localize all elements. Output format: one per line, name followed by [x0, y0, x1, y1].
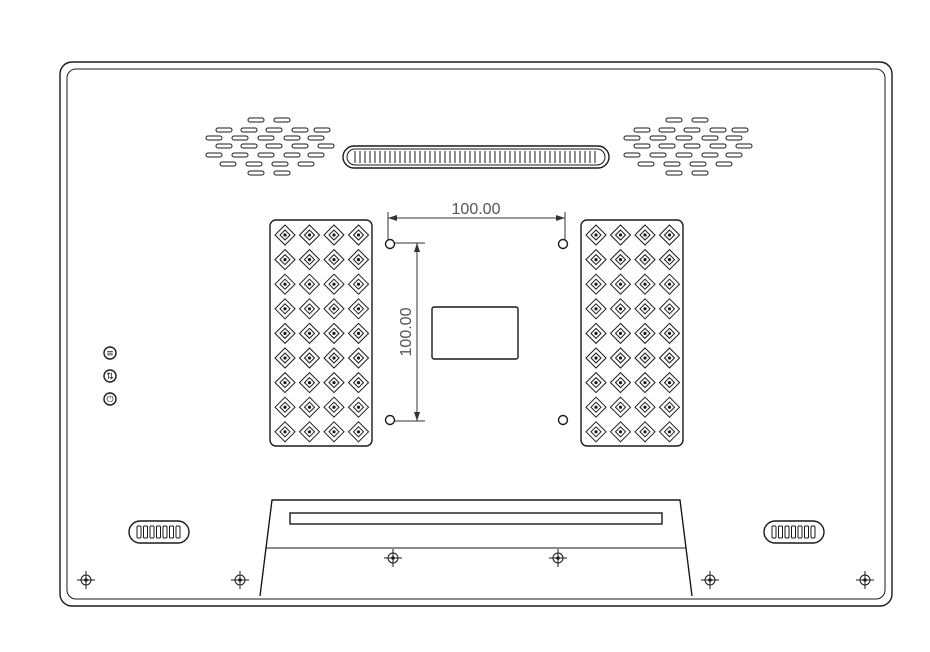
handle-grip-left [128, 520, 190, 544]
menu-button[interactable]: ≡ [103, 346, 117, 360]
screw-markers [77, 549, 874, 589]
menu-icon: ≡ [106, 349, 114, 359]
perforated-panel-left [269, 219, 373, 447]
adjust-button[interactable]: ⇅ [103, 369, 117, 383]
perforated-panel-right [580, 219, 684, 447]
power-button[interactable]: ⏻ [103, 392, 117, 406]
power-icon: ⏻ [106, 394, 113, 405]
housing-inner [66, 68, 886, 600]
housing-outer [59, 61, 893, 607]
dimension-horizontal: 100.00 [387, 201, 566, 240]
handle-grip-right [763, 520, 825, 544]
dimension-horizontal-label: 100.00 [452, 201, 501, 218]
speaker-grille-right [623, 117, 753, 176]
center-label-plate [431, 306, 519, 360]
dimension-vertical: 100.00 [395, 242, 425, 422]
vesa-mount-holes [384, 238, 569, 426]
stand-base [259, 499, 693, 597]
top-vent-slot [342, 145, 610, 169]
side-buttons: ≡ ⇅ ⏻ [103, 346, 117, 406]
speaker-grille-left [205, 117, 335, 176]
adjust-icon: ⇅ [106, 372, 114, 382]
dimension-vertical-label: 100.00 [398, 307, 415, 356]
